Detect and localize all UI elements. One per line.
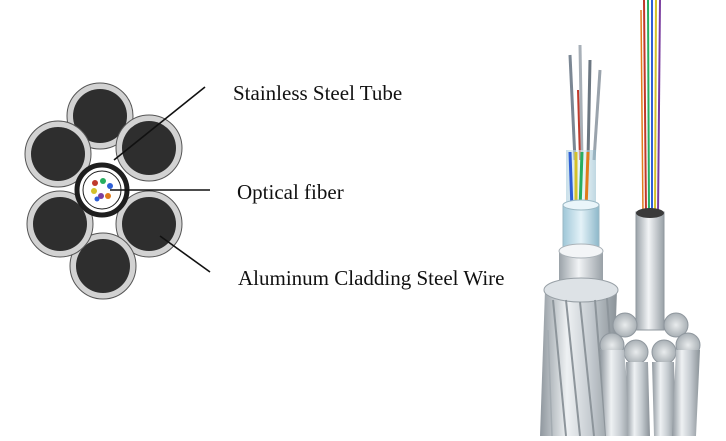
steel-wire-upper-right (115, 114, 183, 182)
label-stainless-steel-tube: Stainless Steel Tube (233, 81, 403, 105)
fiber-strand (577, 89, 581, 161)
fiber-dot (107, 183, 113, 189)
steel-wire-bottom (69, 232, 137, 300)
steel-wire-upper-left (24, 120, 92, 188)
fiber-strand (586, 59, 592, 161)
cable-cross-section (24, 82, 211, 300)
fiber-dot (91, 188, 97, 194)
fiber-dot (100, 178, 106, 184)
leader-line-wire (159, 235, 211, 273)
opgw-tube-photo (599, 0, 701, 436)
fiber-strand (568, 54, 577, 161)
fiber-strand (592, 69, 602, 161)
fiber-dot (98, 193, 104, 199)
fiber-dot (105, 193, 111, 199)
label-optical-fiber: Optical fiber (237, 180, 344, 204)
opgw-cable-photo (540, 44, 619, 437)
steel-wire-lower-left (26, 190, 94, 258)
optical-fiber-bundle (91, 178, 113, 202)
label-aluminum-cladding-steel-wire: Aluminum Cladding Steel Wire (238, 266, 505, 290)
leader-line-tube (113, 86, 206, 161)
fiber-dot (92, 180, 98, 186)
fiber-dot (94, 196, 100, 202)
fiber-strand (578, 44, 584, 161)
